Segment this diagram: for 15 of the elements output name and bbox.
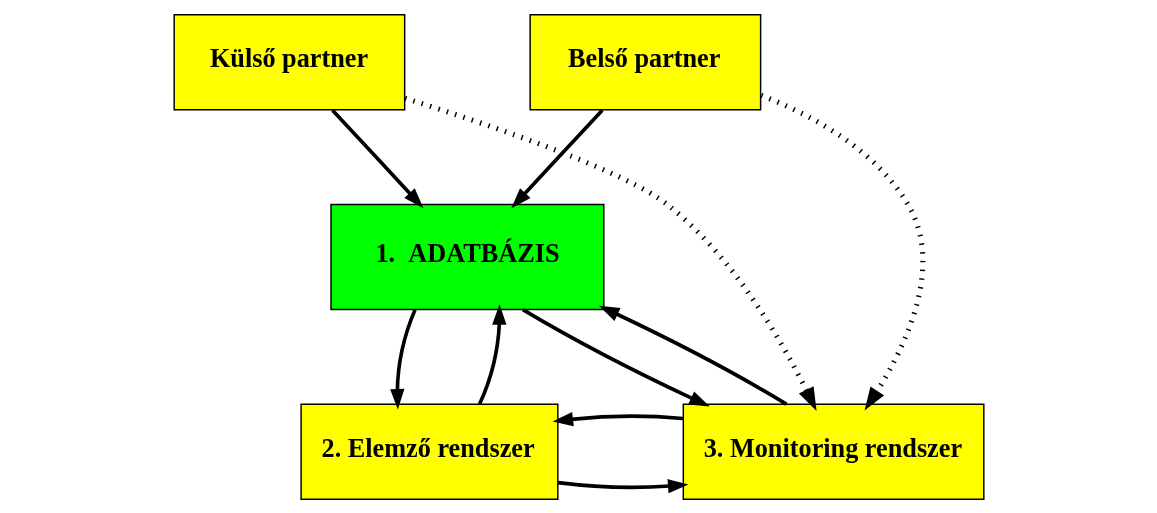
arrow [557, 478, 688, 493]
arrow [403, 95, 817, 411]
arrow [389, 308, 417, 409]
arrow [477, 303, 507, 405]
arrow [552, 411, 683, 426]
arrow [510, 108, 604, 208]
arrow [598, 305, 787, 406]
arrow [521, 307, 710, 407]
node-box: 2. Elemző rendszer [299, 403, 559, 500]
node-box: Belső partner [528, 13, 761, 110]
node-box: Külső partner [172, 13, 405, 110]
node-box: 3. Monitoring rendszer [682, 403, 985, 500]
node-box: 1. ADATBÁZIS [329, 203, 605, 310]
arrow [330, 108, 423, 208]
arrow [759, 92, 925, 411]
